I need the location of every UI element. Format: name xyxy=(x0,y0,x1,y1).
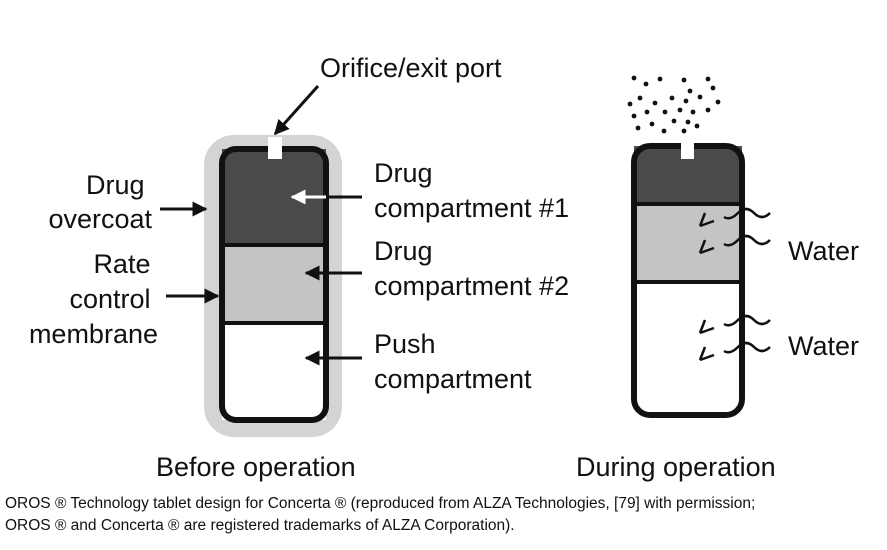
label-during-operation: During operation xyxy=(576,452,776,482)
drug-particles xyxy=(627,75,721,134)
drug-compartment-2-during xyxy=(634,204,742,282)
water-inflow-upper xyxy=(698,207,771,255)
label-push-compartment: Push compartment xyxy=(374,329,532,394)
water-inflow-lower xyxy=(698,314,771,362)
label-before-operation: Before operation xyxy=(156,452,356,482)
label-drug-compartment-1: Drug compartment #1 xyxy=(374,158,569,223)
label-water-lower: Water xyxy=(788,331,859,361)
orifice-arrow xyxy=(273,84,320,136)
label-water-upper: Water xyxy=(788,236,859,266)
label-rate-control-membrane: Rate control membrane xyxy=(29,249,158,349)
tablet-during xyxy=(631,138,745,418)
label-drug-compartment-2: Drug compartment #2 xyxy=(374,236,569,301)
drug-compartment-2 xyxy=(222,245,326,323)
push-compartment-during xyxy=(634,282,742,415)
orifice-during xyxy=(681,138,694,159)
push-compartment xyxy=(222,323,326,420)
figure-caption: OROS ® Technology tablet design for Conc… xyxy=(5,493,880,537)
orifice-exit-port xyxy=(268,137,282,159)
tablet-before xyxy=(204,135,342,437)
label-drug-overcoat: Drug overcoat xyxy=(48,170,152,234)
label-orifice: Orifice/exit port xyxy=(320,53,502,83)
caption-line-2: OROS ® and Concerta ® are registered tra… xyxy=(5,517,515,534)
oros-diagram: Orifice/exit port Drug overcoat Rate con… xyxy=(29,53,859,482)
caption-line-1: OROS ® Technology tablet design for Conc… xyxy=(5,495,756,512)
